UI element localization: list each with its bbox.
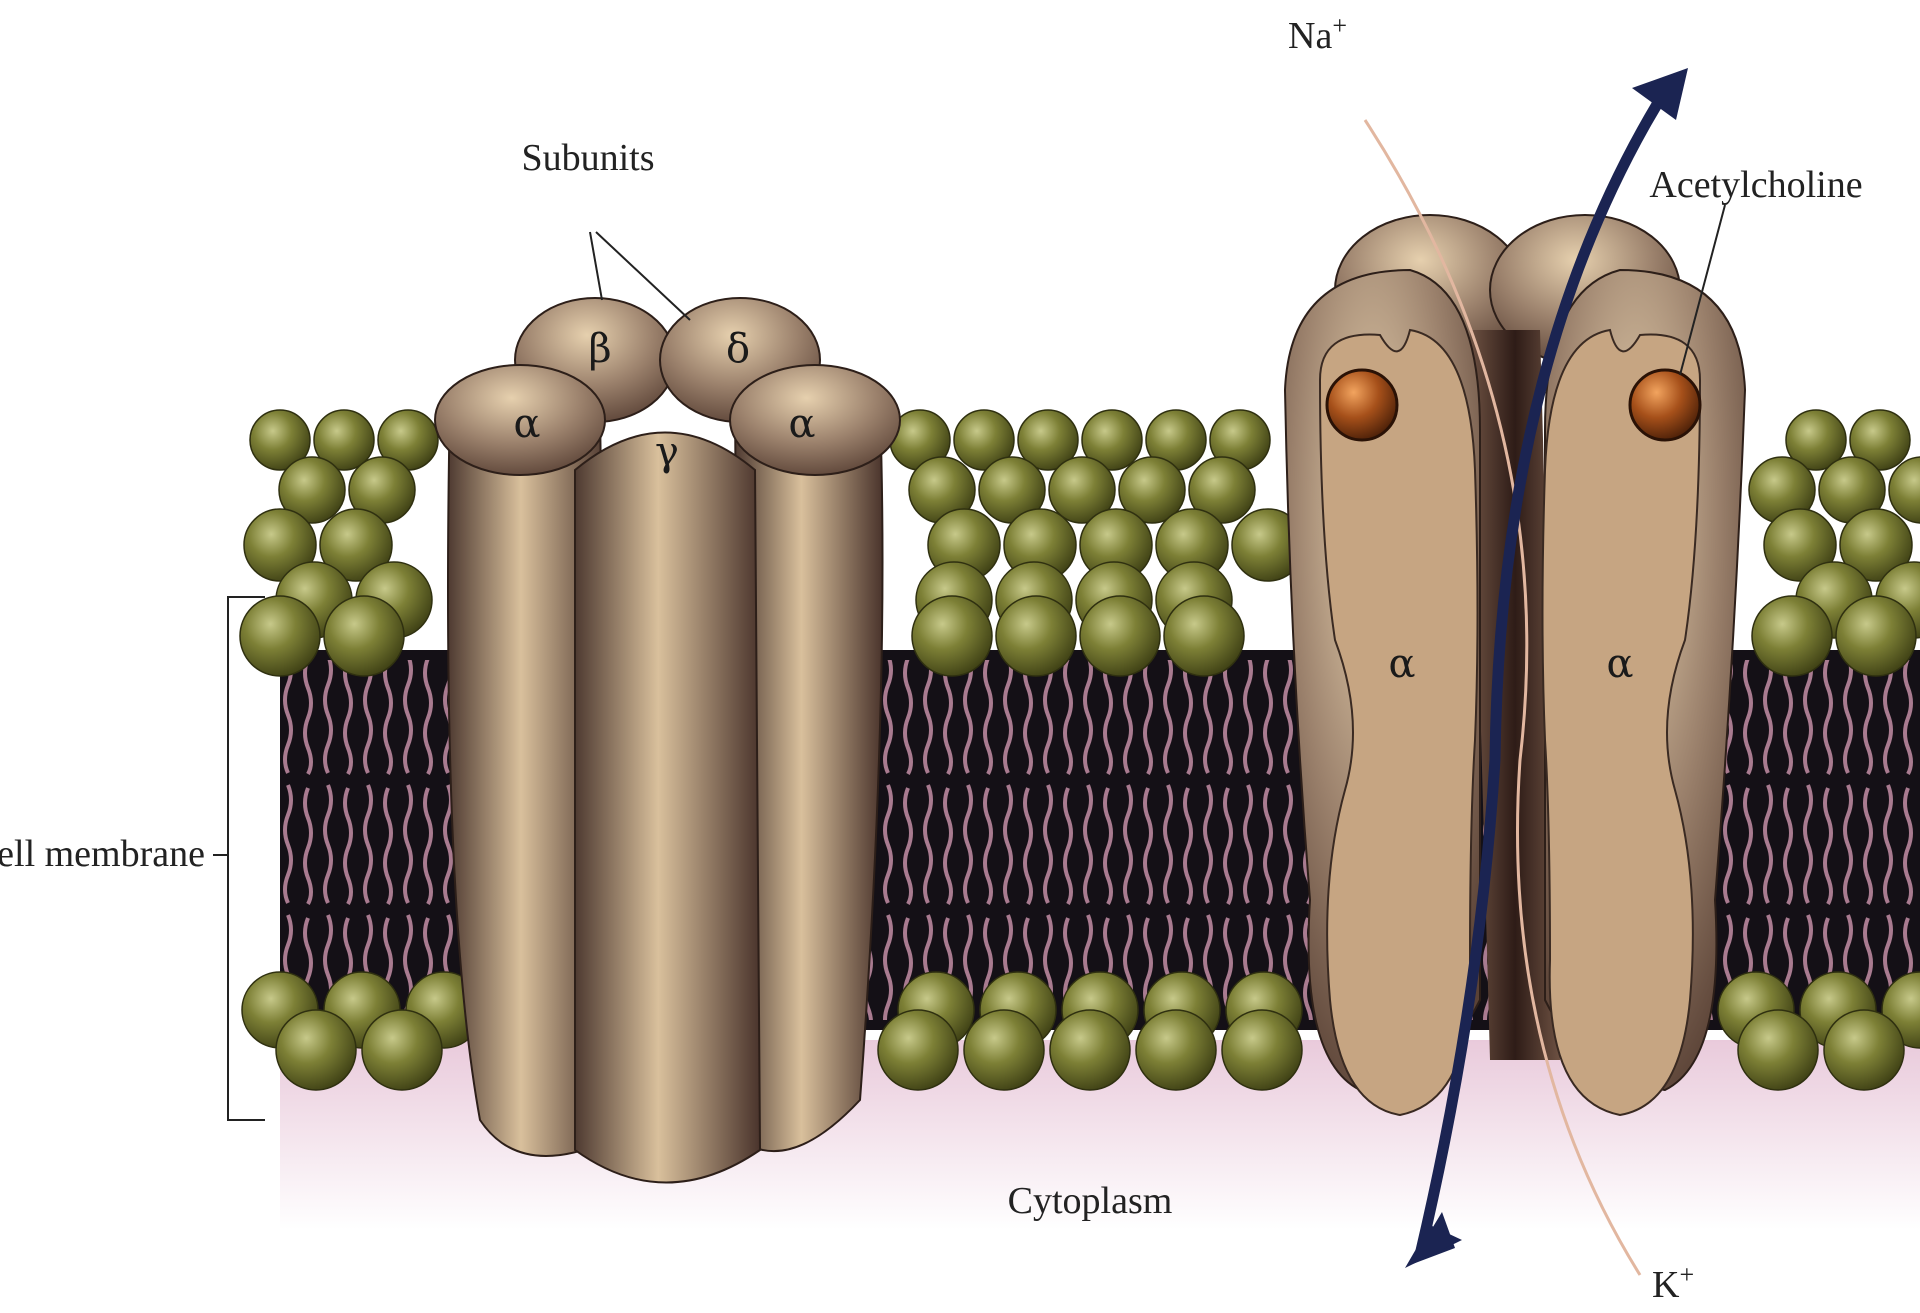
subunit-gamma xyxy=(575,433,760,1183)
outer-lipid-head xyxy=(240,596,320,676)
na-charge: + xyxy=(1332,11,1347,40)
outer-lipid-head xyxy=(912,596,992,676)
outer-lipid-head xyxy=(996,596,1076,676)
letter-delta: δ xyxy=(726,326,750,372)
inner-lipid-head xyxy=(1050,1010,1130,1090)
label-subunits: Subunits xyxy=(521,137,654,179)
k-charge: + xyxy=(1679,1260,1694,1289)
outer-lipid-head xyxy=(324,596,404,676)
inner-lipid-head xyxy=(362,1010,442,1090)
na-arrowhead-top xyxy=(1632,68,1688,120)
k-symbol: K xyxy=(1652,1264,1680,1306)
inner-lipid-head xyxy=(878,1010,958,1090)
outer-lipid-head xyxy=(1836,596,1916,676)
inner-lipid-head xyxy=(1136,1010,1216,1090)
inner-lipid-head xyxy=(964,1010,1044,1090)
label-cell-membrane: Cell membrane xyxy=(0,833,205,875)
outer-lipid-head xyxy=(1164,596,1244,676)
inner-lipid-head xyxy=(1222,1010,1302,1090)
inner-lipid-head xyxy=(276,1010,356,1090)
acetylcholine-ball-right xyxy=(1630,370,1700,440)
acetylcholine-ball-left xyxy=(1327,370,1397,440)
label-na-ion: Na+ xyxy=(1288,11,1347,57)
letter-open-alpha-left: α xyxy=(1388,641,1415,687)
letter-gamma: γ xyxy=(655,429,679,475)
label-k-ion: K+ xyxy=(1652,1260,1694,1306)
outer-lipid-head xyxy=(1752,596,1832,676)
letter-alpha-left: α xyxy=(513,401,540,447)
inner-lipid-head xyxy=(1824,1010,1904,1090)
label-cytoplasm: Cytoplasm xyxy=(1008,1180,1173,1222)
outer-lipid-head xyxy=(1080,596,1160,676)
open-receptor xyxy=(1285,215,1745,1115)
inner-lipid-head xyxy=(1738,1010,1818,1090)
letter-beta: β xyxy=(588,326,611,372)
label-acetylcholine: Acetylcholine xyxy=(1649,164,1862,206)
letter-alpha-right: α xyxy=(788,401,815,447)
subunits-leader-beta xyxy=(590,232,602,300)
na-symbol: Na xyxy=(1288,15,1332,57)
letter-open-alpha-right: α xyxy=(1606,641,1633,687)
